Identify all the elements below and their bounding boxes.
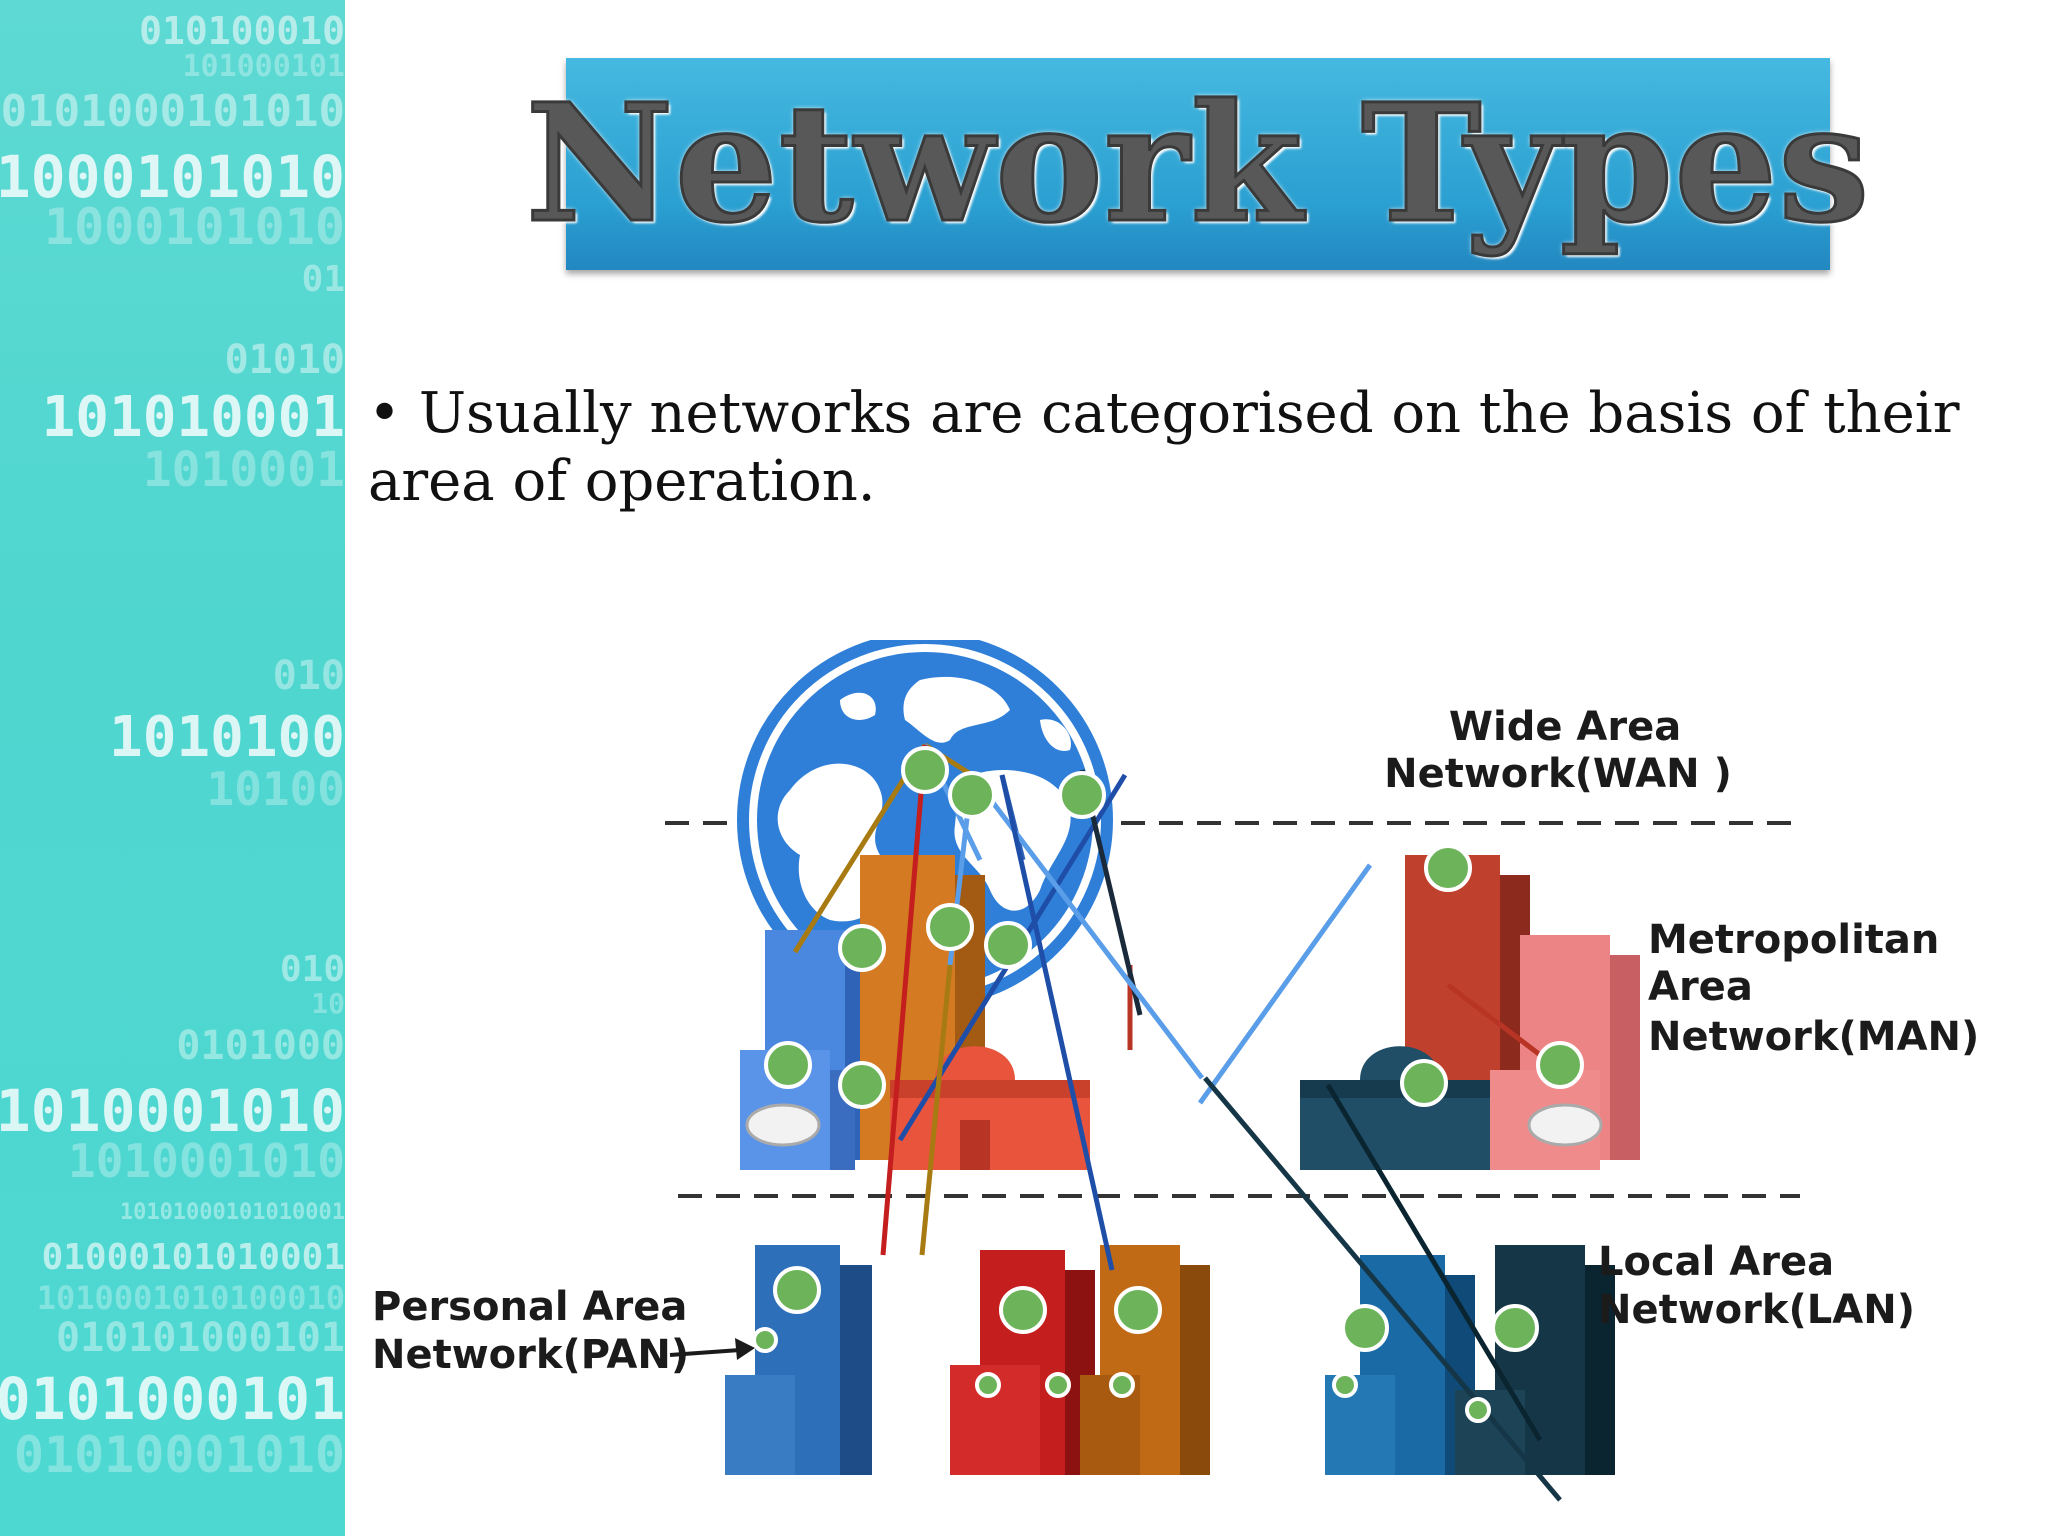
pan-arrow-head-icon (735, 1338, 755, 1360)
pan-label: Personal Area Network(PAN) (372, 1284, 701, 1378)
network-nodes (752, 746, 1584, 1423)
man-label: Metropolitan Area Network(MAN) (1648, 917, 1979, 1060)
sidebar-binary-decoration: 010100010 101000101 0101000101010 100010… (0, 0, 345, 1536)
binary-text: 010 (279, 949, 345, 990)
binary-text: 0101000101 (0, 1365, 345, 1433)
lan-label: Local Area Network(LAN) (1598, 1239, 1915, 1333)
binary-text: 0101000101010 (0, 86, 345, 137)
binary-text: 01000101010001 (41, 1237, 345, 1278)
binary-text: 01010001010 (0, 1077, 345, 1145)
binary-text: 10100 (206, 762, 345, 816)
binary-text: 010100010 (139, 9, 345, 53)
wan-label: Wide Area Network(WAN ) (1384, 704, 1732, 797)
binary-text: 1010001 (142, 442, 345, 498)
man-right-buildings-icon (1300, 855, 1640, 1170)
bullet-text: • Usually networks are categorised on th… (368, 381, 1960, 514)
pan-arrow (669, 1348, 741, 1357)
network-types-diagram: Wide Area Network(WAN ) Metropolitan Are… (372, 640, 1979, 1502)
binary-text: 1000101010 (0, 143, 345, 211)
binary-text: 1010100 (108, 705, 345, 770)
binary-text: 1000101010 (43, 198, 345, 256)
binary-text: 01010001010 (13, 1426, 345, 1484)
title-banner: Network Types (524, 58, 1871, 270)
binary-text: 010 (272, 653, 345, 699)
page-title: Network Types (524, 68, 1871, 261)
binary-text: 101000101 (182, 49, 345, 84)
binary-text: 01010 (224, 337, 345, 383)
binary-text: 10101000101010001 (119, 1200, 345, 1225)
binary-text: 010101000101 (56, 1315, 345, 1361)
binary-text: 1010001010100010 (36, 1279, 345, 1317)
binary-text: 101010001 (41, 385, 345, 450)
lan-pan-buildings-icon (725, 1245, 1615, 1475)
binary-text: 01 (301, 259, 345, 300)
binary-text: 0101000 (176, 1023, 345, 1069)
binary-text: 10 (311, 987, 345, 1020)
binary-text: 1010001010 (68, 1134, 345, 1188)
